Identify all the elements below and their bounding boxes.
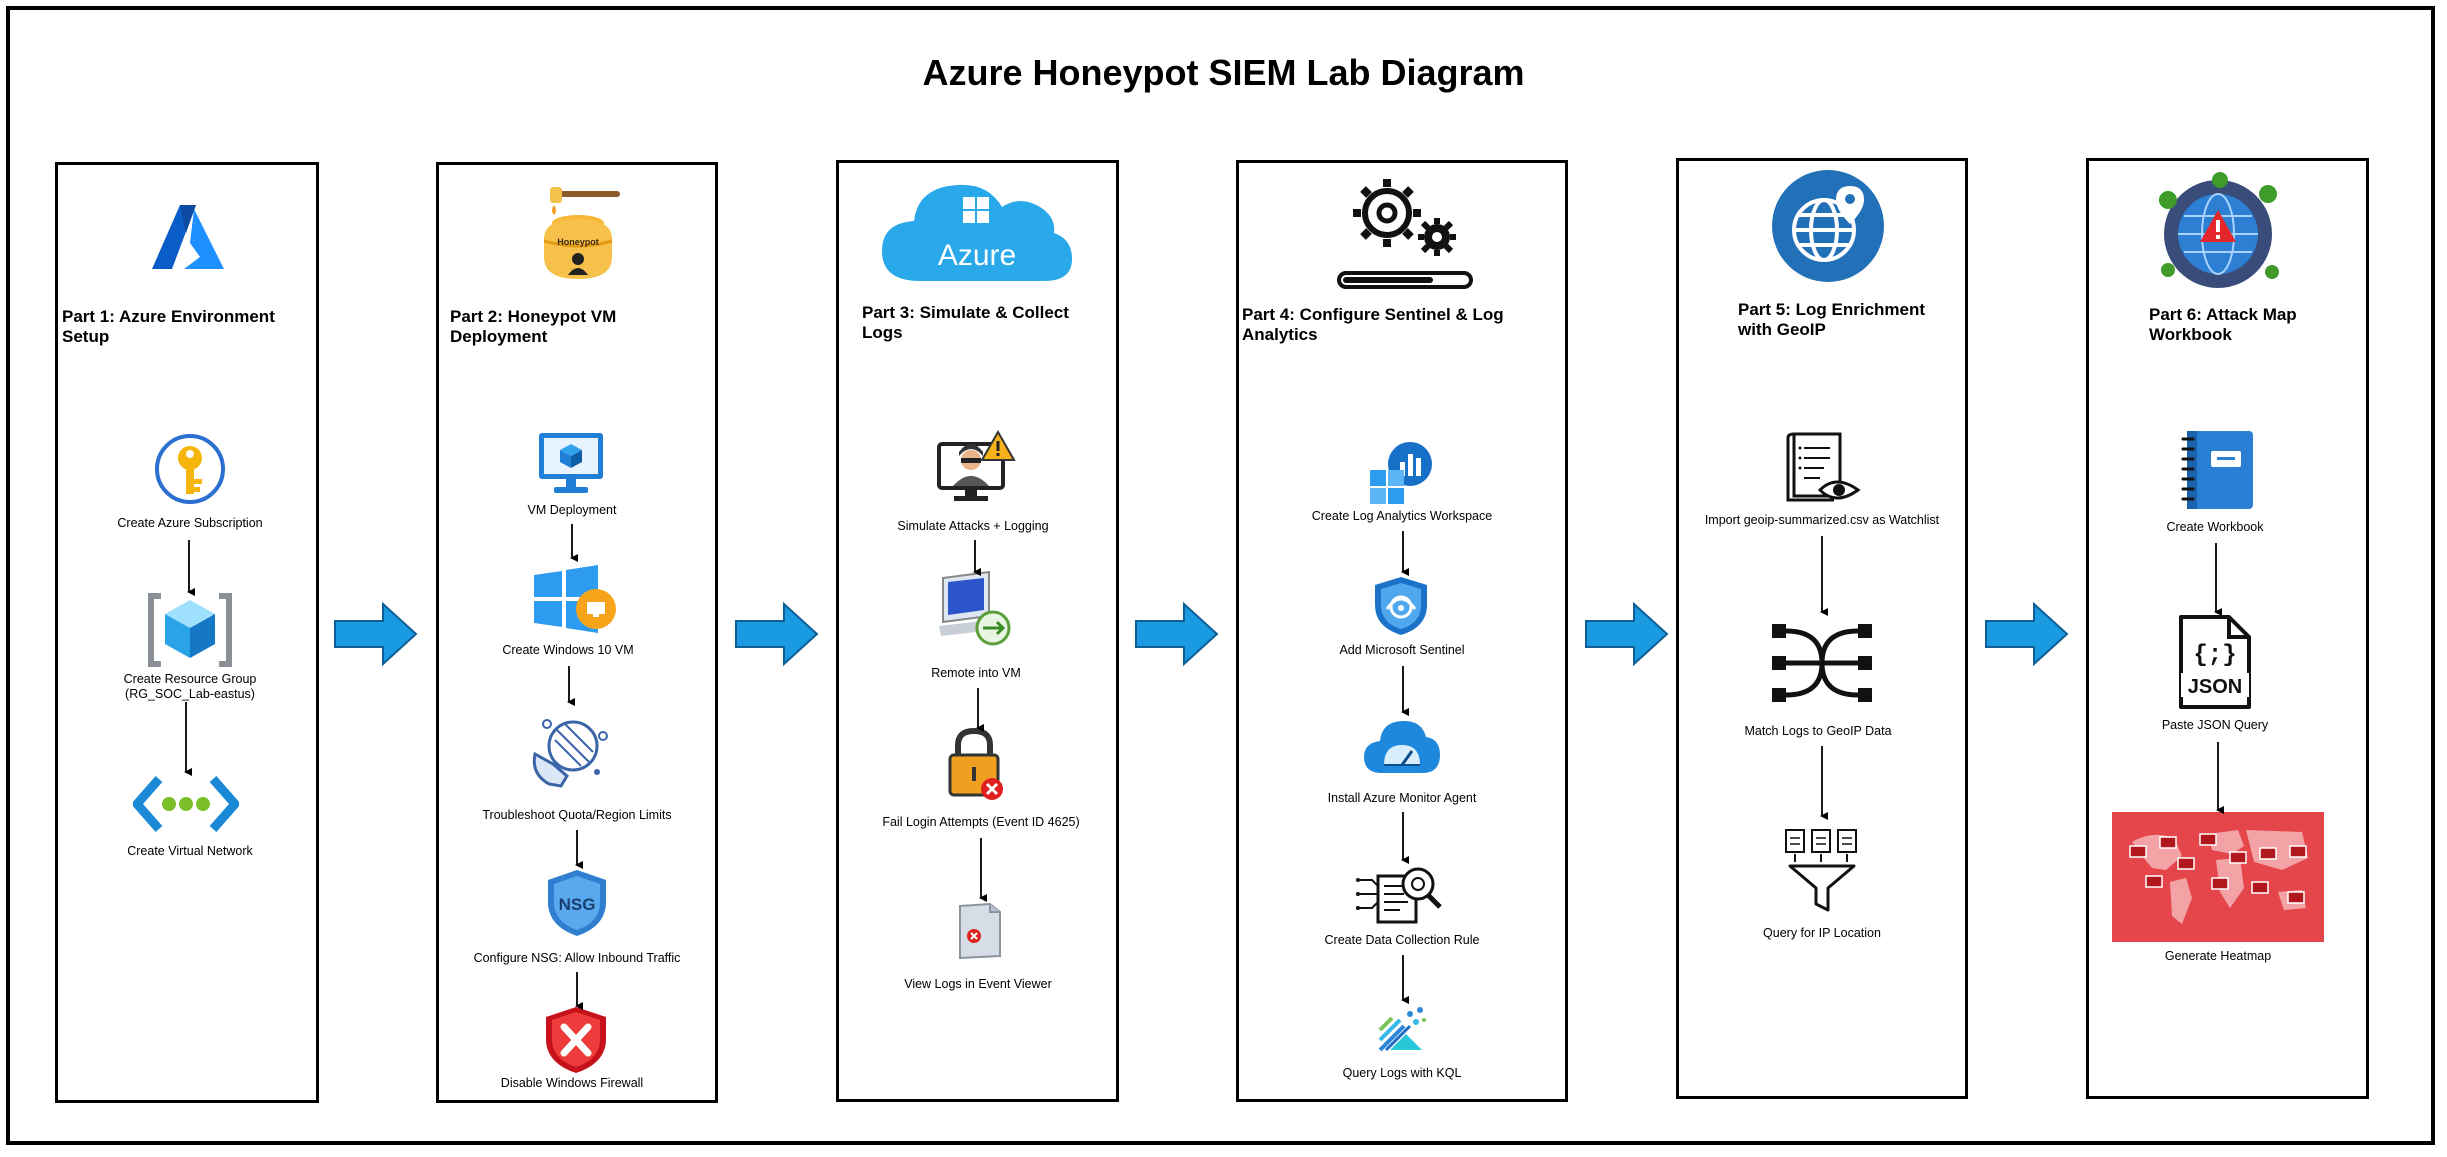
step-label: Create Workbook	[2166, 520, 2264, 534]
step-label: Install Azure Monitor Agent	[1327, 791, 1477, 805]
flow-arrow-icon	[734, 601, 820, 672]
panel-part-5	[1676, 158, 1968, 1099]
remote-desktop-icon	[935, 570, 1015, 650]
honeypot-icon: Honeypot	[530, 183, 626, 283]
workbook-icon	[2177, 427, 2257, 513]
azure-logo-icon	[150, 203, 226, 271]
step-label: Create Log Analytics Workspace	[1311, 509, 1493, 523]
globe-pin-icon	[1770, 168, 1886, 284]
step-label: Remote into VM	[931, 666, 1021, 680]
heatmap-icon	[2112, 812, 2324, 942]
panel-title: Part 6: Attack Map Workbook	[2149, 305, 2297, 344]
sentinel-icon	[1373, 575, 1429, 637]
monitor-agent-icon	[1362, 715, 1442, 777]
nsg-icon-text: NSG	[559, 895, 596, 914]
attack-globe-icon	[2150, 170, 2286, 294]
step-label: Troubleshoot Quota/Region Limits	[482, 808, 672, 822]
step-label: VM Deployment	[527, 503, 617, 517]
virtual-network-icon	[133, 775, 239, 833]
step-label: Create Data Collection Rule	[1324, 933, 1480, 947]
windows-vm-icon	[532, 565, 620, 635]
azure-cloud-text: Azure	[938, 239, 1016, 272]
step-label: Create Azure Subscription	[117, 516, 263, 530]
panel-part-6	[2086, 158, 2369, 1099]
panel-title: Part 3: Simulate & Collect Logs	[862, 303, 1069, 342]
firewall-disabled-icon	[544, 1005, 608, 1075]
resource-group-icon	[147, 592, 233, 668]
watchlist-icon	[1784, 430, 1864, 506]
step-label: Paste JSON Query	[2161, 718, 2269, 732]
diagram-frame	[6, 6, 2435, 1145]
diagram-title: Azure Honeypot SIEM Lab Diagram	[922, 52, 1525, 93]
svg-text:{;}: {;}	[2193, 642, 2236, 669]
key-icon	[154, 433, 226, 505]
log-analytics-icon	[1368, 440, 1434, 506]
flow-arrow-icon	[1584, 601, 1670, 672]
step-label: Fail Login Attempts (Event ID 4625)	[882, 815, 1080, 829]
match-data-icon	[1770, 622, 1874, 704]
panel-part-2	[436, 162, 718, 1103]
step-label: Generate Heatmap	[2164, 949, 2272, 963]
json-file-icon: {;} JSON	[2177, 613, 2253, 711]
gears-icon	[1335, 175, 1475, 295]
step-label: View Logs in Event Viewer	[904, 977, 1052, 991]
panel-title: Part 5: Log Enrichment with GeoIP	[1738, 300, 1926, 339]
step-label: Match Logs to GeoIP Data	[1744, 724, 1892, 738]
json-icon-text: JSON	[2188, 676, 2242, 698]
flow-arrow-icon	[1134, 601, 1220, 672]
step-label: Import geoip-summarized.csv as Watchlist	[1704, 513, 1940, 527]
flow-arrow-icon	[1984, 601, 2070, 672]
step-label: Create Virtual Network	[127, 844, 253, 858]
step-label: Query for IP Location	[1763, 926, 1881, 940]
kql-icon	[1376, 1002, 1428, 1054]
flow-arrow-icon	[333, 601, 419, 672]
step-label: Configure NSG: Allow Inbound Traffic	[473, 951, 681, 965]
nsg-shield-icon: NSG	[546, 868, 608, 938]
step-label: Add Microsoft Sentinel	[1339, 643, 1465, 657]
hacker-icon	[936, 430, 1016, 510]
panel-part-4	[1236, 160, 1568, 1102]
vm-monitor-icon	[536, 430, 606, 496]
honeypot-icon-text: Honeypot	[557, 237, 599, 247]
panel-title: Part 1: Azure Environment Setup	[62, 307, 275, 346]
step-label: Simulate Attacks + Logging	[897, 519, 1049, 533]
step-label: Query Logs with KQL	[1342, 1066, 1462, 1080]
step-label: Disable Windows Firewall	[500, 1076, 644, 1090]
step-label: Create Windows 10 VM	[502, 643, 634, 657]
azure-cloud-icon: Azure	[880, 175, 1074, 285]
panel-title: Part 2: Honeypot VM Deployment	[450, 307, 617, 346]
panel-title: Part 4: Configure Sentinel & Log Analyti…	[1242, 305, 1504, 344]
lock-fail-icon	[946, 727, 1006, 801]
step-label: Create Resource Group (RG_SOC_Lab-eastus…	[123, 672, 257, 701]
data-collection-icon	[1356, 862, 1446, 926]
filter-query-icon	[1784, 826, 1860, 916]
event-viewer-icon	[954, 902, 1008, 960]
troubleshoot-icon	[527, 714, 611, 788]
